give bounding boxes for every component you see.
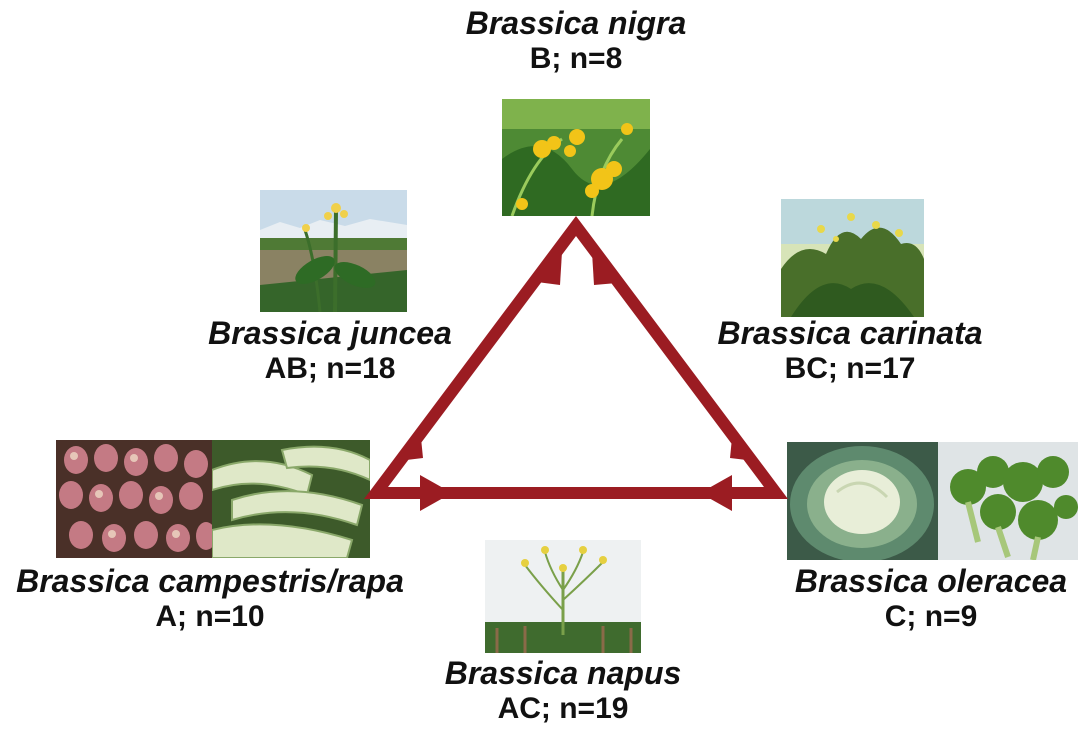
- juncea-label: Brassica juncea AB; n=18: [170, 316, 490, 385]
- carinata-genome: BC; n=17: [700, 352, 1000, 386]
- juncea-genome: AB; n=18: [170, 352, 490, 386]
- carinata-species-name: Brassica carinata: [700, 316, 1000, 352]
- nigra-species-name: Brassica nigra: [420, 6, 732, 42]
- carinata-label: Brassica carinata BC; n=17: [700, 316, 1000, 385]
- arrow-to-carinata-lower: [730, 428, 755, 461]
- arrow-to-napus-right: [700, 475, 732, 511]
- oleracea-genome: C; n=9: [788, 600, 1074, 634]
- rapa-label: Brassica campestris/rapa A; n=10: [4, 564, 416, 633]
- napus-species-name: Brassica napus: [420, 656, 706, 692]
- rapa-genome: A; n=10: [4, 600, 416, 634]
- oleracea-label: Brassica oleracea C; n=9: [788, 564, 1074, 633]
- nigra-label: Brassica nigra B; n=8: [420, 6, 732, 75]
- arrow-to-juncea-lower: [398, 428, 423, 461]
- napus-label: Brassica napus AC; n=19: [420, 656, 706, 725]
- juncea-species-name: Brassica juncea: [170, 316, 490, 352]
- oleracea-species-name: Brassica oleracea: [788, 564, 1074, 600]
- arrow-to-napus-left: [420, 475, 452, 511]
- nigra-genome: B; n=8: [420, 42, 732, 76]
- rapa-species-name: Brassica campestris/rapa: [4, 564, 416, 600]
- napus-genome: AC; n=19: [420, 692, 706, 726]
